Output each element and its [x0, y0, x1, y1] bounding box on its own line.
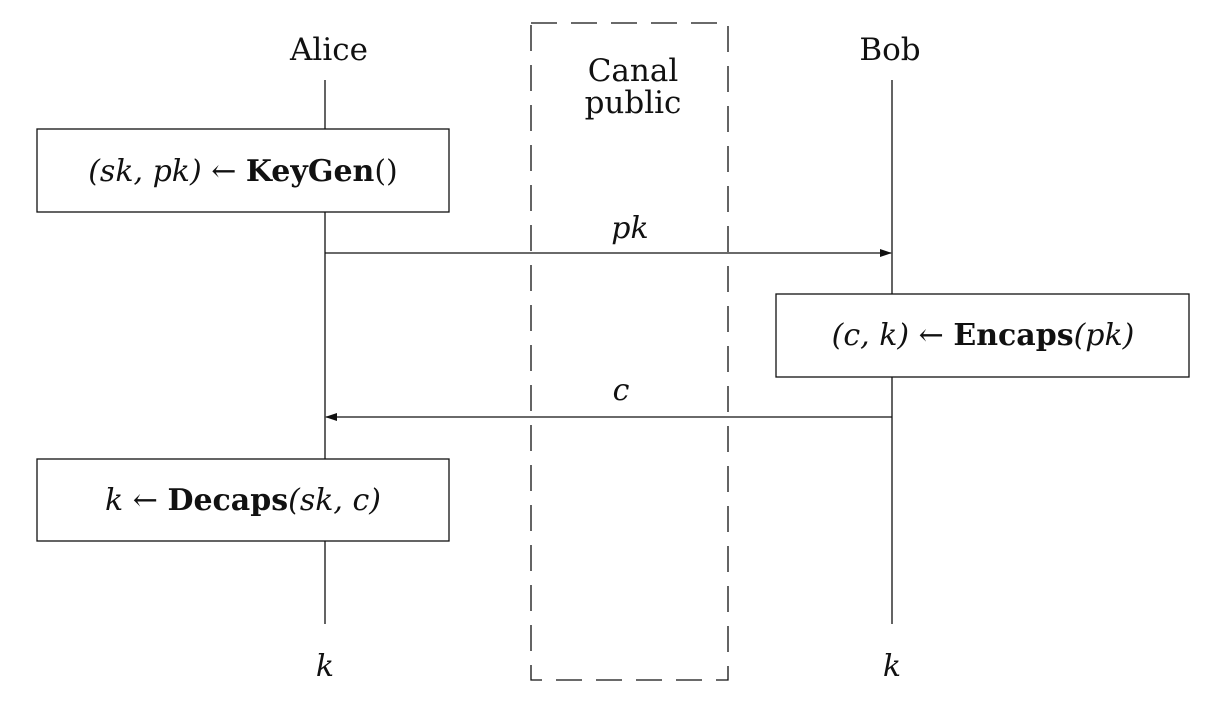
- message-pk-label: pk: [611, 211, 648, 246]
- bob-output: k: [883, 649, 901, 684]
- decaps-formula: k ← Decaps(sk, c): [105, 483, 381, 518]
- encaps-arrow: ←: [919, 318, 944, 353]
- channel-label-line1: Canal: [588, 53, 679, 89]
- bob-label: Bob: [859, 32, 920, 68]
- encaps-box: [775, 293, 1190, 378]
- channel-label-line2: public: [585, 85, 682, 121]
- decaps-arrow: ←: [133, 483, 158, 518]
- alice-label: Alice: [289, 32, 368, 68]
- encaps-fn: Encaps: [953, 318, 1073, 353]
- keygen-formula: (sk, pk) ← KeyGen(): [88, 154, 398, 189]
- public-channel-region: [530, 22, 729, 681]
- decaps-box: [36, 458, 450, 542]
- message-c-label: c: [613, 373, 630, 408]
- encaps-formula: (c, k) ← Encaps(pk): [832, 318, 1135, 353]
- decaps-fn: Decaps: [167, 483, 288, 518]
- keygen-arrow: ←: [211, 154, 236, 189]
- keygen-lhs: (sk, pk): [88, 154, 201, 189]
- decaps-lhs: k: [105, 483, 123, 518]
- keygen-box: [36, 128, 450, 213]
- alice-output: k: [316, 649, 334, 684]
- encaps-lhs: (c, k): [832, 318, 909, 353]
- keygen-fn: KeyGen: [246, 154, 375, 189]
- encaps-args: (pk): [1074, 318, 1135, 353]
- keygen-args: (): [374, 154, 397, 189]
- decaps-args: (sk, c): [288, 483, 381, 518]
